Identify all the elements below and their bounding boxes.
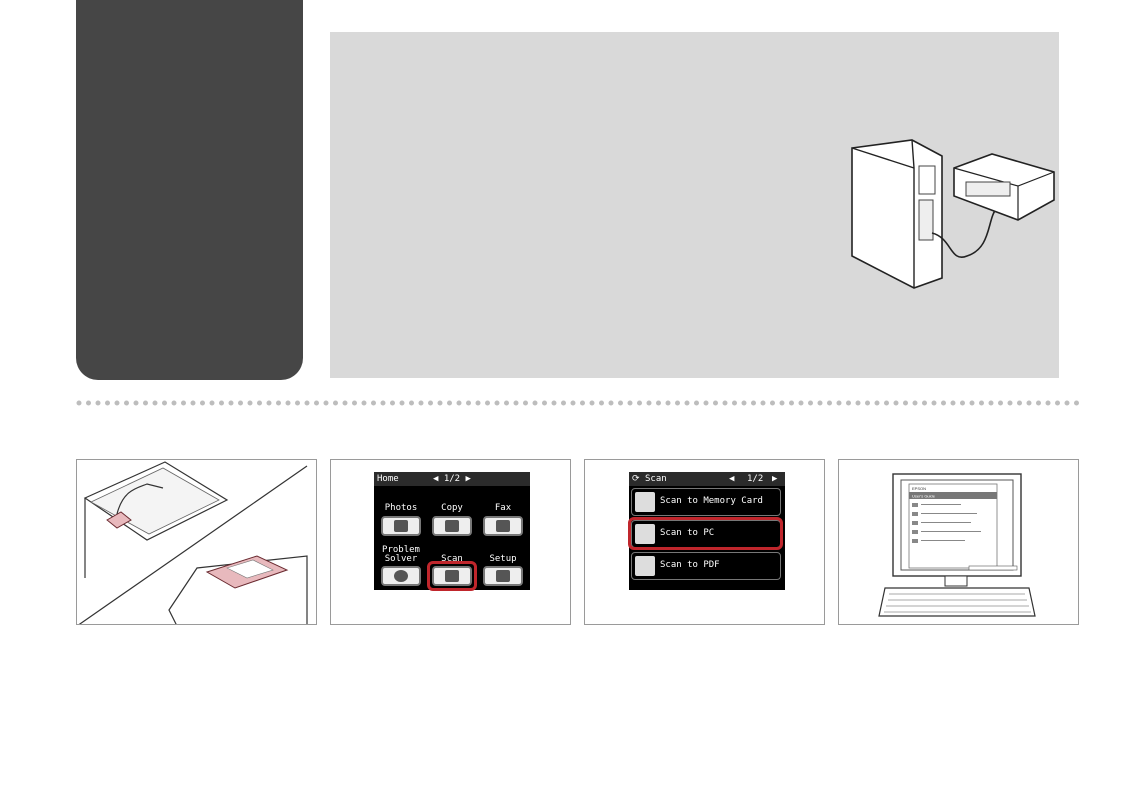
monitor-doc-title: User's Guide xyxy=(912,494,936,499)
copy-label: Copy xyxy=(441,503,463,513)
scan-to-pc-highlight xyxy=(628,517,783,550)
dotted-divider xyxy=(76,400,1086,406)
step-select-scan-to-pc: ⟳ Scan ◀ 1/2 ▶ Scan to Memory Card Scan … xyxy=(584,459,825,625)
lcd-title-bar: ⟳ Scan ◀ 1/2 ▶ xyxy=(629,472,785,486)
chapter-tab xyxy=(76,0,303,380)
lcd-home-screen: Home ◀ 1/2 ▶ Photos Copy Fax Problem Sol… xyxy=(374,472,530,590)
lcd-scan-screen: ⟳ Scan ◀ 1/2 ▶ Scan to Memory Card Scan … xyxy=(629,472,785,590)
menu-item-label: Scan to PDF xyxy=(660,560,720,570)
lcd-title: Scan xyxy=(645,474,667,484)
lcd-title-bar: Home ◀ 1/2 ▶ xyxy=(374,472,530,486)
problem-solver-button[interactable] xyxy=(381,566,421,586)
lcd-page-indicator: 1/2 xyxy=(747,474,764,484)
fax-label: Fax xyxy=(494,503,512,513)
menu-item-scan-to-memory-card[interactable]: Scan to Memory Card xyxy=(631,488,781,516)
camera-icon xyxy=(394,520,408,532)
lcd-page-indicator: ◀ 1/2 ▶ xyxy=(433,474,471,484)
photos-button[interactable] xyxy=(381,516,421,536)
setup-button[interactable] xyxy=(483,566,523,586)
help-icon xyxy=(394,570,408,582)
scan-highlight xyxy=(427,561,477,591)
problem-solver-label: Problem Solver xyxy=(382,545,420,564)
pc-printer-connection-illustration xyxy=(851,139,1055,289)
place-original-illustration xyxy=(78,461,308,624)
computer-monitor-illustration: EPSON User's Guide xyxy=(878,473,1036,617)
menu-item-scan-to-pdf[interactable]: Scan to PDF xyxy=(631,552,781,580)
scan-label: Scan xyxy=(441,554,463,564)
fax-icon xyxy=(496,520,510,532)
copy-button[interactable] xyxy=(432,516,472,536)
setup-label: Setup xyxy=(489,554,517,564)
prev-page-icon: ◀ xyxy=(729,474,735,484)
step-computer-result: EPSON User's Guide xyxy=(838,459,1079,625)
computer-icon xyxy=(635,524,655,544)
scan-mode-icon: ⟳ xyxy=(632,474,640,484)
menu-item-label: Scan to Memory Card xyxy=(660,496,763,506)
menu-item-label: Scan to PC xyxy=(660,528,715,538)
scan-icon xyxy=(445,570,459,582)
tools-icon xyxy=(496,570,510,582)
menu-item-scan-to-pc[interactable]: Scan to PC xyxy=(631,520,781,548)
step-place-original xyxy=(76,459,317,625)
fax-button[interactable] xyxy=(483,516,523,536)
copy-icon xyxy=(445,520,459,532)
memory-card-icon xyxy=(635,492,655,512)
next-page-icon: ▶ xyxy=(772,474,778,484)
scan-button[interactable] xyxy=(432,566,472,586)
pdf-icon xyxy=(635,556,655,576)
lcd-title: Home xyxy=(377,474,399,484)
photos-label: Photos xyxy=(384,503,418,513)
step-select-scan: Home ◀ 1/2 ▶ Photos Copy Fax Problem Sol… xyxy=(330,459,571,625)
monitor-brand: EPSON xyxy=(912,486,926,491)
